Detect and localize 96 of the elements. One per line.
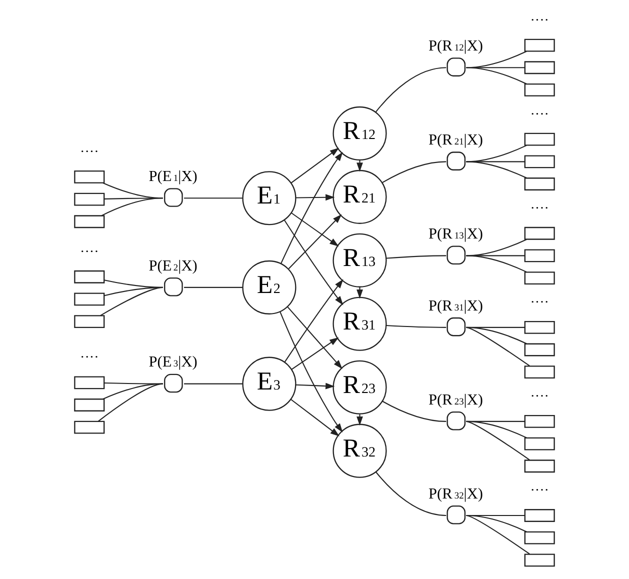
node-box <box>74 292 105 306</box>
label: ···· <box>530 294 549 310</box>
connector <box>466 326 530 366</box>
node-box <box>74 398 105 412</box>
connector <box>184 198 243 199</box>
arrow <box>290 398 340 436</box>
node-box <box>524 155 555 168</box>
label: ···· <box>530 12 549 28</box>
node-box <box>524 178 555 190</box>
connector <box>466 255 527 272</box>
node-label: P(E1|X) <box>148 168 198 185</box>
node-label: P(R32|X) <box>428 485 483 502</box>
node-circle: E3 <box>242 356 296 411</box>
node-box <box>524 414 555 428</box>
node-box <box>74 376 105 390</box>
arrow <box>291 148 340 184</box>
node-box <box>524 249 555 262</box>
node-box <box>524 437 555 450</box>
arrow <box>287 306 342 370</box>
arrow <box>288 214 342 270</box>
node-box <box>524 366 555 379</box>
connector <box>466 67 527 84</box>
label: ···· <box>530 388 549 404</box>
node-label: P(R21|X) <box>428 132 483 149</box>
node-box <box>74 315 105 328</box>
connector <box>466 514 530 554</box>
connector <box>466 161 527 178</box>
arrow <box>280 312 343 432</box>
node-box <box>524 460 555 473</box>
node-box <box>524 38 555 52</box>
node-label: P(R31|X) <box>428 297 483 314</box>
connector <box>386 255 446 259</box>
connector <box>375 67 446 112</box>
arrow <box>284 279 344 362</box>
arrow <box>296 194 335 201</box>
node-box <box>524 554 555 567</box>
connector <box>466 420 525 422</box>
node-box <box>524 509 555 522</box>
connector <box>100 286 163 316</box>
node-label: P(R23|X) <box>428 391 483 408</box>
node-box <box>74 270 105 284</box>
connector <box>386 324 446 328</box>
label: ···· <box>530 200 549 216</box>
node-circle <box>446 58 466 76</box>
connector <box>466 255 525 256</box>
arrow <box>356 414 363 426</box>
node-box <box>524 226 555 240</box>
arrow <box>356 287 363 299</box>
label: ···· <box>80 244 99 260</box>
arrow <box>356 160 363 172</box>
connector <box>466 420 527 438</box>
node-box <box>74 170 105 184</box>
node-circle <box>446 317 466 336</box>
connector <box>184 383 243 384</box>
connector <box>376 472 446 516</box>
connector <box>466 238 527 256</box>
label: ···· <box>530 482 549 498</box>
connector <box>382 400 446 422</box>
label: ···· <box>80 144 99 160</box>
node-circle <box>446 411 466 430</box>
arrow <box>284 220 344 306</box>
node-circle <box>164 277 183 296</box>
connector <box>101 198 163 216</box>
connector <box>466 420 530 460</box>
label: ···· <box>80 350 99 366</box>
node-circle: E2 <box>242 260 296 314</box>
node-circle <box>446 506 466 524</box>
node-box <box>524 531 555 544</box>
node-box <box>74 192 105 206</box>
node-box <box>74 420 105 434</box>
node-circle <box>446 152 466 170</box>
arrow <box>296 382 335 390</box>
connector <box>184 286 243 288</box>
node-circle: E1 <box>242 171 296 226</box>
node-circle <box>164 374 183 393</box>
arrow <box>291 212 339 246</box>
connector <box>382 161 446 184</box>
node-box <box>524 84 555 96</box>
arrow <box>280 152 343 264</box>
connector <box>466 326 527 344</box>
connector <box>466 514 527 532</box>
node-box <box>74 215 105 228</box>
node-box <box>524 61 555 74</box>
connector <box>98 383 163 422</box>
node-box <box>524 320 555 334</box>
node-label: P(E3|X) <box>148 354 198 371</box>
node-label: P(R12|X) <box>428 37 483 54</box>
node-circle <box>446 246 466 265</box>
arrow <box>291 337 339 370</box>
node-circle <box>164 188 183 207</box>
node-box <box>524 343 555 356</box>
node-label: P(R13|X) <box>428 226 483 243</box>
label: ···· <box>530 106 549 122</box>
node-label: P(E2|X) <box>148 257 198 274</box>
node-box <box>524 132 555 146</box>
node-box <box>524 272 555 284</box>
